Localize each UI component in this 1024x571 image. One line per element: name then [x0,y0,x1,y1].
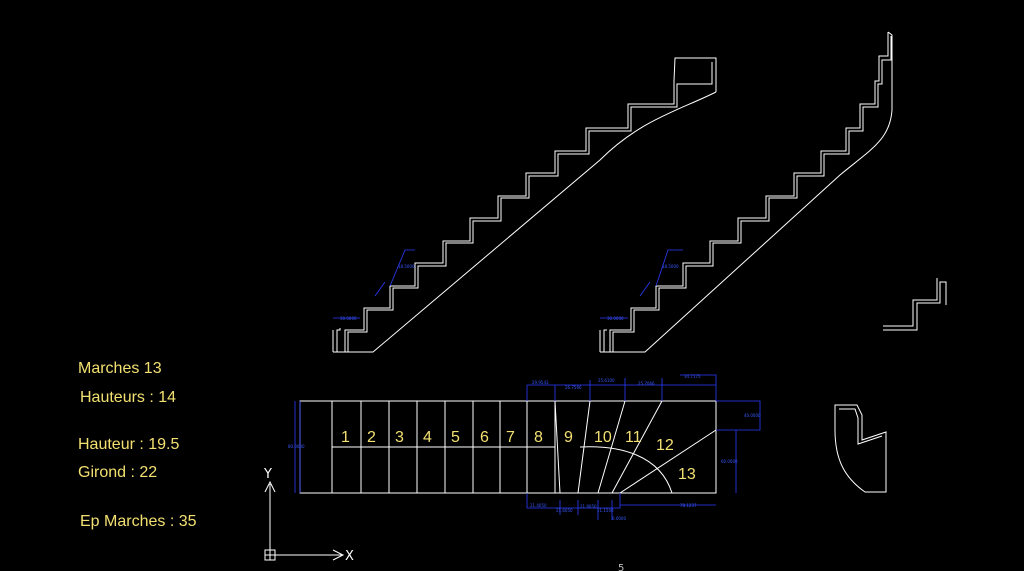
step-number: 9 [564,429,573,446]
step-number: 6 [480,429,489,446]
note-giron: Girond : 22 [78,464,158,481]
step-numbers: 1 2 3 4 5 6 7 8 9 10 11 12 13 [341,429,696,483]
ucs-icon: Y X [263,467,354,564]
step-number: 4 [423,429,432,446]
svg-text:80.0000: 80.0000 [288,444,305,449]
step-number: 8 [534,429,543,446]
svg-text:78.1237: 78.1237 [680,503,697,508]
step-number: 3 [395,429,404,446]
svg-text:60.0000: 60.0000 [721,459,738,464]
stair-plan-view: 29.9543 26.7566 25.6100 25.7066 34.7175 … [288,374,761,521]
elevation-dimensions: 30.0000 18.5000 30.0000 18.5000 [333,249,683,321]
page-number: 5 [618,563,624,571]
svg-text:25.6100: 25.6100 [598,378,615,383]
note-ep-marches: Ep Marches : 35 [80,513,197,530]
note-hauteurs: Hauteurs : 14 [80,389,177,406]
svg-text:21.4050: 21.4050 [530,503,547,508]
stringer-section [834,404,887,493]
step-number: 1 [341,429,350,446]
note-hauteur: Hauteur : 19.5 [78,436,180,453]
svg-text:0.0000: 0.0000 [612,516,626,521]
svg-text:25.7066: 25.7066 [638,381,655,386]
svg-text:21.9050: 21.9050 [580,504,597,509]
ucs-y-label: Y [263,467,272,482]
stair-elevation-right [599,31,893,353]
stair-detail-fragment [883,278,947,331]
svg-text:30.0000: 30.0000 [340,316,357,321]
step-number: 10 [594,429,612,446]
svg-text:34.7175: 34.7175 [684,374,701,379]
step-number: 5 [451,429,460,446]
svg-text:40.0000: 40.0000 [744,413,761,418]
step-number: 11 [625,429,642,446]
step-number: 12 [656,437,674,454]
stair-elevation-left [332,57,717,353]
svg-text:18.5000: 18.5000 [662,264,679,269]
svg-text:29.9543: 29.9543 [532,380,549,385]
svg-text:21.6050: 21.6050 [556,508,573,513]
step-number: 13 [678,466,696,483]
step-number: 7 [506,429,515,446]
note-marches: Marches 13 [78,360,162,377]
svg-text:26.7566: 26.7566 [565,385,582,390]
svg-text:11.1500: 11.1500 [597,508,614,513]
svg-text:18.5000: 18.5000 [398,264,415,269]
step-number: 2 [367,429,376,446]
svg-text:30.0000: 30.0000 [607,316,624,321]
ucs-x-label: X [345,549,354,564]
